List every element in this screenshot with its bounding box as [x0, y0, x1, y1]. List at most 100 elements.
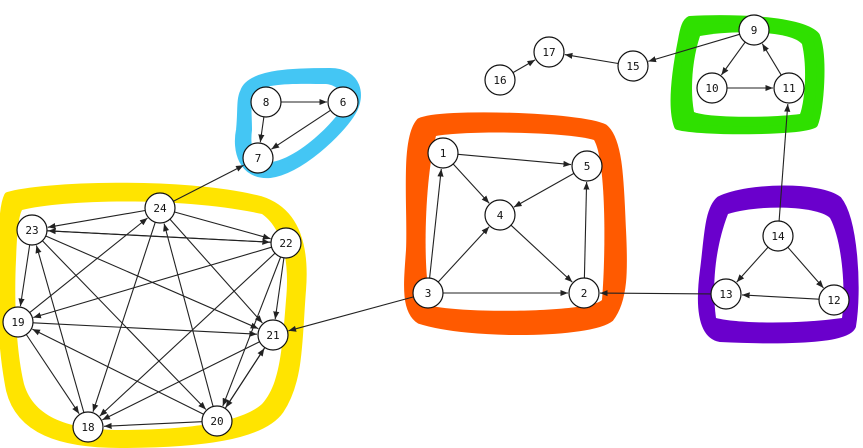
node-21: 21 [257, 319, 289, 351]
edge-24-to-23 [47, 209, 146, 230]
node-18-circle [72, 411, 104, 443]
edge-22-to-19 [33, 246, 272, 319]
node-16: 16 [484, 64, 516, 96]
node-13: 13 [710, 278, 742, 310]
node-22: 22 [270, 227, 302, 259]
node-20-circle [201, 405, 233, 437]
node-4-circle [484, 199, 516, 231]
node-24: 24 [144, 192, 176, 224]
node-12-circle [818, 284, 850, 316]
node-1-label: 1 [440, 147, 447, 160]
edge-16-to-17 [512, 59, 536, 74]
edge-24-to-7 [173, 164, 244, 202]
node-15: 15 [617, 50, 649, 82]
edge-23-to-19 [18, 244, 31, 307]
node-1-circle [427, 137, 459, 169]
edge-12-to-13 [741, 292, 820, 300]
node-16-circle [484, 64, 516, 96]
edge-9-to-15 [648, 33, 740, 63]
node-3-circle [412, 277, 444, 309]
node-11: 11 [773, 72, 805, 104]
node-22-label: 22 [279, 237, 292, 250]
node-21-label: 21 [266, 329, 279, 342]
component-yellow-inner [15, 201, 288, 430]
node-9-circle [738, 14, 770, 46]
edge-21-to-18 [102, 341, 260, 421]
node-20: 20 [201, 405, 233, 437]
node-7-circle [242, 142, 274, 174]
node-1: 1 [427, 137, 459, 169]
node-11-circle [773, 72, 805, 104]
edge-5-to-4 [513, 172, 575, 208]
node-14: 14 [762, 220, 794, 252]
node-9: 9 [738, 14, 770, 46]
node-15-label: 15 [626, 60, 639, 73]
edge-19-to-18 [25, 334, 80, 415]
node-23: 23 [16, 214, 48, 246]
edge-22-to-23 [47, 228, 272, 243]
edge-2-to-5 [583, 181, 590, 279]
node-7: 7 [242, 142, 274, 174]
edge-19-to-24 [29, 217, 148, 314]
node-14-circle [762, 220, 794, 252]
edge-4-to-2 [510, 224, 573, 283]
edge-9-to-10 [720, 41, 746, 76]
node-18-label: 18 [81, 421, 94, 434]
node-15-circle [617, 50, 649, 82]
edge-14-to-12 [787, 246, 824, 289]
node-19-circle [2, 306, 34, 338]
edge-1-to-4 [452, 163, 490, 204]
node-4-label: 4 [497, 209, 504, 222]
node-13-label: 13 [719, 288, 732, 301]
edge-3-to-4 [437, 226, 490, 283]
node-18: 18 [72, 411, 104, 443]
node-6-label: 6 [340, 96, 347, 109]
node-10-circle [696, 72, 728, 104]
edge-6-to-7 [271, 109, 331, 150]
edge-22-to-21 [273, 257, 285, 320]
node-17-circle [533, 36, 565, 68]
node-21-circle [257, 319, 289, 351]
edge-3-to-21 [288, 296, 414, 332]
edge-14-to-11 [778, 103, 791, 222]
node-3-label: 3 [425, 287, 432, 300]
node-24-label: 24 [153, 202, 167, 215]
edge-24-to-18 [92, 222, 156, 412]
node-24-circle [144, 192, 176, 224]
edge-20-to-24 [163, 223, 214, 407]
node-19: 19 [2, 306, 34, 338]
node-6: 6 [327, 86, 359, 118]
edge-20-to-19 [32, 328, 204, 415]
edge-11-to-9 [761, 43, 782, 76]
component-orange-inner [425, 132, 605, 311]
node-10-label: 10 [705, 82, 718, 95]
edge-13-to-2 [599, 290, 712, 297]
node-13-circle [710, 278, 742, 310]
node-8-circle [250, 86, 282, 118]
edge-20-to-18 [103, 421, 203, 430]
edge-8-to-7 [258, 116, 265, 143]
node-17-label: 17 [542, 46, 555, 59]
node-14-label: 14 [771, 230, 785, 243]
edge-24-to-21 [169, 218, 263, 324]
node-6-circle [327, 86, 359, 118]
node-23-circle [16, 214, 48, 246]
node-20-label: 20 [210, 415, 223, 428]
node-7-label: 7 [255, 152, 262, 165]
node-10: 10 [696, 72, 728, 104]
node-9-label: 9 [751, 24, 758, 37]
node-12-label: 12 [827, 294, 840, 307]
node-19-label: 19 [11, 316, 24, 329]
edge-15-to-17 [564, 52, 619, 65]
node-16-label: 16 [493, 74, 506, 87]
node-11-label: 11 [782, 82, 795, 95]
edge-19-to-21 [32, 322, 258, 337]
node-23-label: 23 [25, 224, 38, 237]
node-22-circle [270, 227, 302, 259]
node-5: 5 [571, 150, 603, 182]
node-17: 17 [533, 36, 565, 68]
edge-24-to-22 [174, 211, 271, 240]
node-2-circle [568, 277, 600, 309]
